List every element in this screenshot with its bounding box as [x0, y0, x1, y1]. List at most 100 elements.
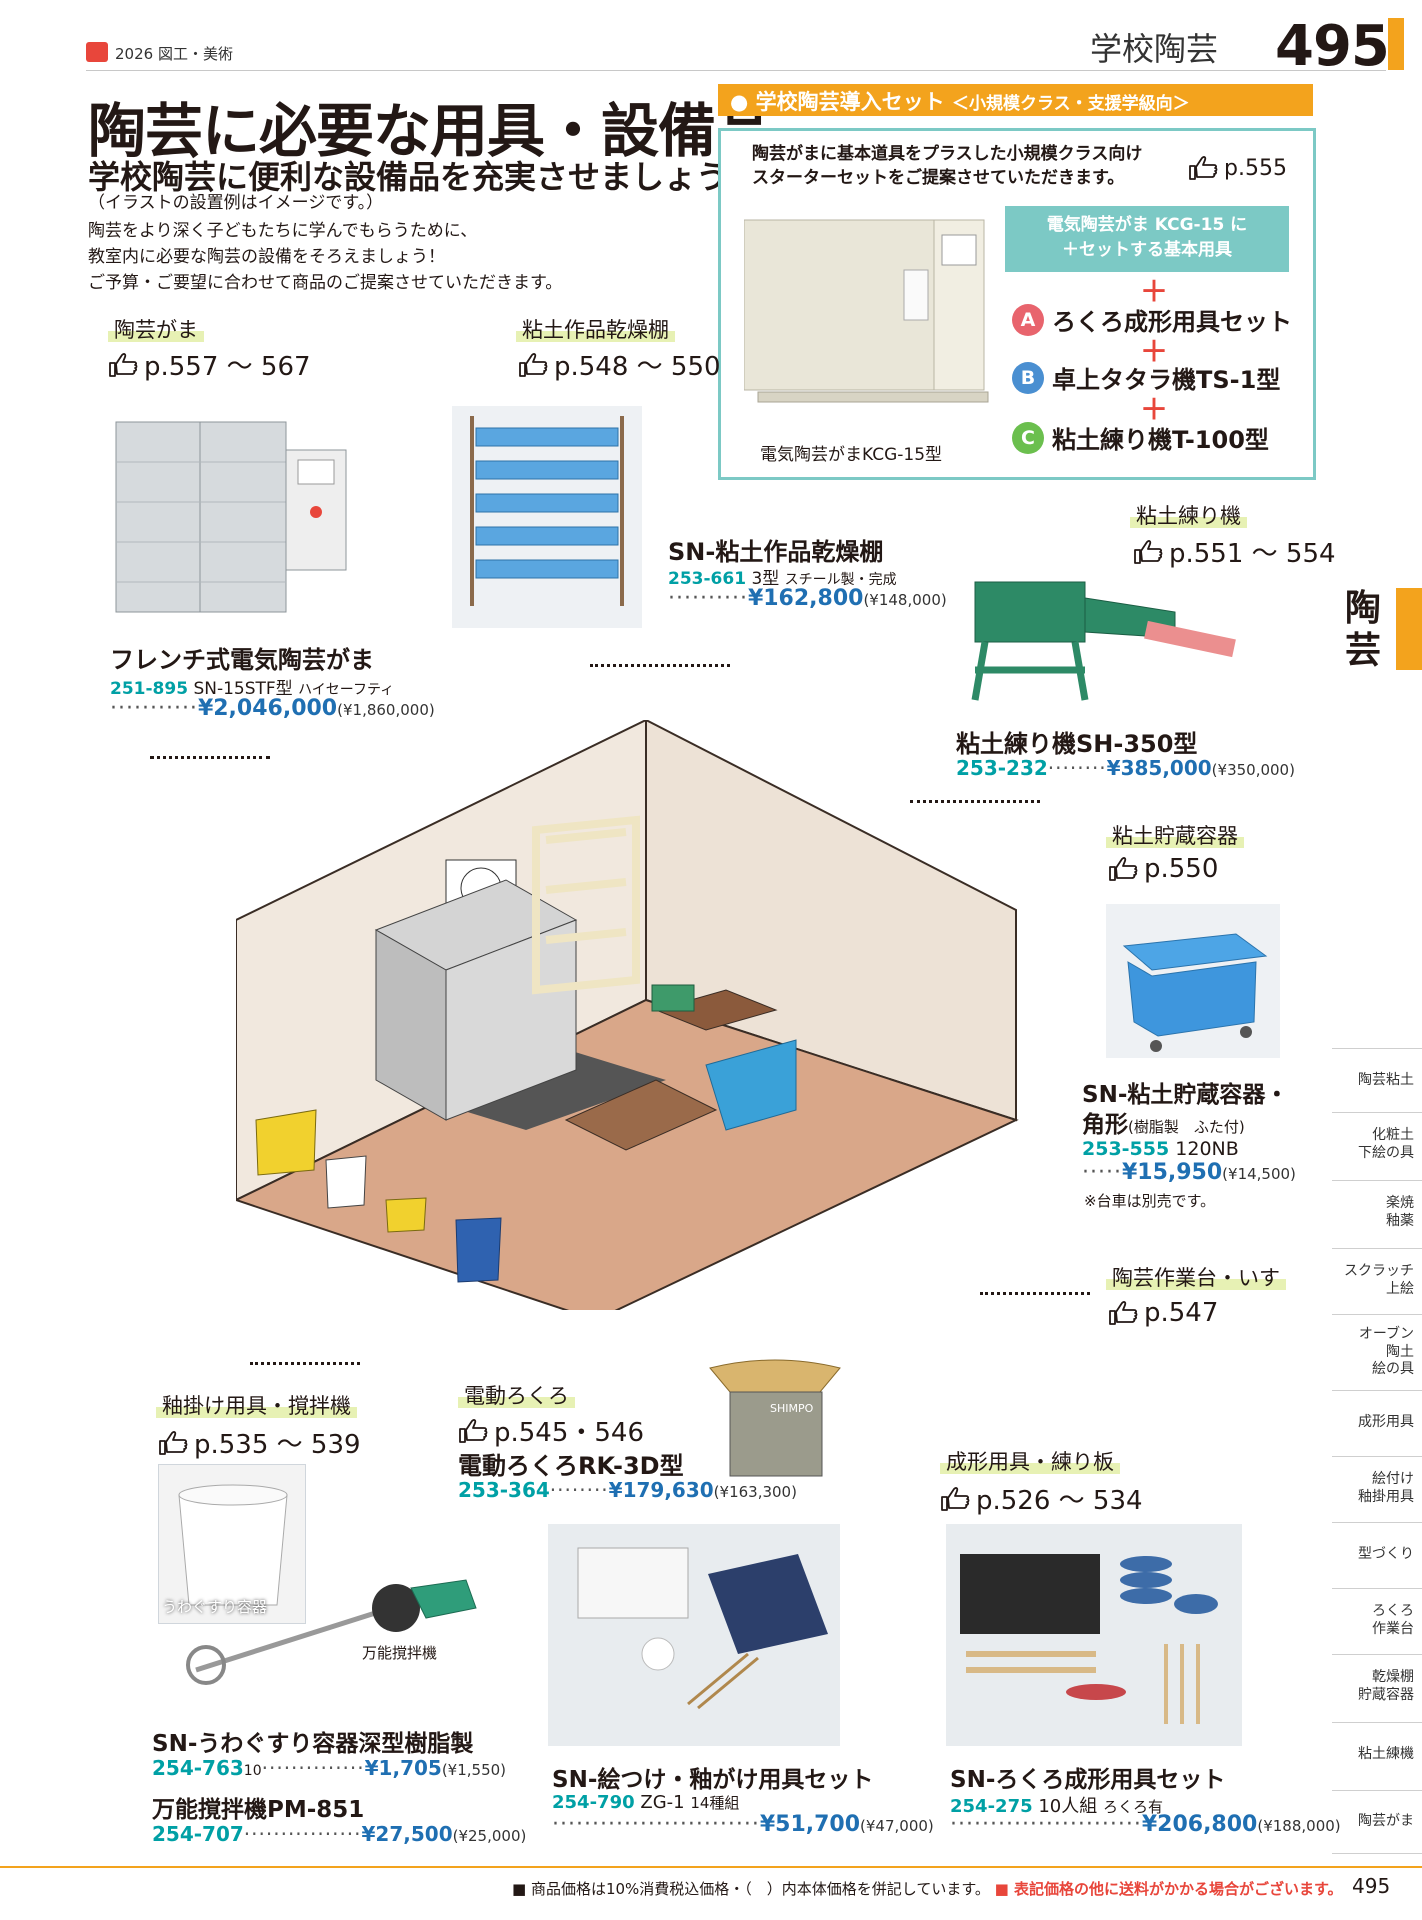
side-index-item[interactable]: 乾燥棚 貯蔵容器 [1332, 1654, 1422, 1718]
glaze-bucket-photo [158, 1464, 306, 1624]
footer-note-price: ■ 商品価格は10%消費税込価格・（ ）内本体価格を併記しています。 [512, 1880, 990, 1898]
forming-set-price-line: ························¥206,800(¥188,00… [950, 1812, 1341, 1837]
set-box-ref: p.555 [1188, 155, 1287, 181]
kneader-price-line: 253-232········¥385,000(¥350,000) [956, 756, 1295, 780]
side-index-item[interactable]: 成形用具 [1332, 1390, 1422, 1454]
set-item-b: B 卓上タタラ機TS-1型 [1012, 360, 1280, 395]
side-index-item[interactable]: スクラッチ 上絵 [1332, 1248, 1422, 1312]
kcg15-kiln-photo [744, 219, 989, 403]
main-title: 陶芸に必要な用具・設備品 [88, 97, 773, 165]
glaze-bucket-name: SN-うわぐすり容器深型樹脂製 [152, 1731, 474, 1757]
glaze-bucket-price-line: 254-76310··············¥1,705(¥1,550) [152, 1756, 507, 1780]
header-accent [1388, 18, 1404, 70]
kneader-ref: p.551 ～ 554 [1133, 533, 1336, 570]
footer-notes: ■ 商品価格は10%消費税込価格・（ ）内本体価格を併記しています。 ■ 表記価… [512, 1878, 1343, 1899]
kiln-product-name: フレンチ式電気陶芸がま [110, 646, 374, 674]
side-index-item[interactable]: 陶芸がま [1332, 1790, 1422, 1854]
glaze-set-price-line: ··························¥51,700(¥47,00… [552, 1812, 934, 1837]
side-index-item[interactable]: オーブン 陶土 絵の具 [1332, 1314, 1422, 1390]
pointing-hand-icon [1188, 155, 1218, 181]
side-index-item[interactable]: 陶芸粘土 [1332, 1048, 1422, 1112]
mixer-photo [186, 1579, 477, 1685]
category-kiln: 陶芸がま [108, 314, 204, 344]
side-index-item[interactable]: 粘土練機 [1332, 1722, 1422, 1786]
storage-product-name: SN-粘土貯蔵容器・ 角形(樹脂製 ふた付) [1082, 1082, 1289, 1138]
set-item-b-label: 卓上タタラ機TS-1型 [1052, 366, 1281, 394]
category-glaze: 釉掛け用具・撹拌機 [156, 1390, 357, 1420]
set-item-c: C 粘土練り機T-100型 [1012, 420, 1269, 455]
category-forming: 成形用具・練り板 [940, 1446, 1120, 1476]
set-box-title-bar: ● 学校陶芸導入セット ＜小規模クラス・支援学級向＞ [718, 84, 1313, 116]
glaze-ref: p.535 ～ 539 [158, 1424, 361, 1461]
side-index-item[interactable]: 化粧土 下絵の具 [1332, 1112, 1422, 1176]
leader-line [980, 1292, 1090, 1295]
glaze-set-spec-line: 254-790 ZG-1 14種組 [552, 1792, 740, 1813]
footer-rule [0, 1866, 1422, 1868]
section-title: 学校陶芸 [1090, 30, 1219, 68]
pottery-wheel-photo: SHIMPO [709, 1359, 841, 1477]
header-rule [86, 70, 1386, 71]
illustration-note: （イラストの設置例はイメージです。） [88, 193, 384, 213]
storage-spec-line: 253-555 120NB [1082, 1138, 1239, 1160]
storage-price-line: ·····¥15,950(¥14,500) [1082, 1160, 1296, 1185]
category-wheel: 電動ろくろ [458, 1380, 575, 1410]
intro-text: 陶芸をより深く子どもたちに学んでもらうために、 教室内に必要な陶芸の設備をそろえ… [88, 221, 563, 293]
leader-line [910, 800, 1040, 803]
set-box-title-sub: ＜小規模クラス・支援学級向＞ [951, 94, 1190, 114]
set-item-a-label: ろくろ成形用具セット [1052, 308, 1292, 336]
wheel-brand-label: SHIMPO [770, 1402, 814, 1415]
kcg15-caption: 電気陶芸がまKCG-15型 [760, 445, 943, 465]
pointing-hand-icon [518, 352, 548, 378]
badge-a: A [1012, 303, 1044, 336]
storage-ref: p.550 [1108, 854, 1218, 884]
kiln-price-line: ···········¥2,046,000(¥1,860,000) [110, 696, 435, 721]
bucket-icon [178, 1484, 288, 1606]
plus-icon: ＋ [1140, 393, 1169, 426]
pointing-hand-icon [108, 352, 138, 378]
category-storage: 粘土貯蔵容器 [1106, 820, 1244, 850]
set-box-title: ● 学校陶芸導入セット [730, 90, 945, 114]
catalog-name: 2026 図工・美術 [115, 45, 233, 63]
page-number: 495 [1275, 14, 1390, 79]
kneader-product-name: 粘土練り機SH-350型 [956, 730, 1198, 758]
wheel-ref: p.545・546 [458, 1412, 644, 1449]
category-rack: 粘土作品乾燥棚 [516, 314, 675, 344]
rack-ref: p.548 ～ 550 [518, 346, 721, 383]
rack-product-name: SN-粘土作品乾燥棚 [668, 538, 884, 566]
wheel-price-line: 253-364········¥179,630(¥163,300) [458, 1478, 797, 1502]
subtitle: 学校陶芸に便利な設備品を充実させましょう。 [88, 158, 759, 196]
side-index-item[interactable]: ろくろ 作業台 [1332, 1588, 1422, 1652]
clay-kneader-photo [971, 581, 1236, 701]
wheel-product-name: 電動ろくろRK-3D型 [458, 1452, 684, 1480]
kiln-product-spec-line: 251-895 SN-15STF型 ハイセーフティ [110, 679, 395, 699]
drying-rack-photo [452, 406, 642, 628]
catalog-logo [86, 42, 108, 62]
rack-price-line: ··········¥162,800(¥148,000) [668, 586, 947, 611]
set-box-desc: 陶芸がまに基本道具をプラスした小規模クラス向け スターターセットをご提案させてい… [752, 144, 1143, 188]
pointing-hand-icon [1108, 1300, 1138, 1326]
forming-ref: p.526 ～ 534 [940, 1480, 1143, 1517]
leader-line [150, 756, 270, 759]
set-item-a: A ろくろ成形用具セット [1012, 302, 1292, 337]
side-index-item[interactable]: 楽焼 釉薬 [1332, 1180, 1422, 1244]
badge-b: B [1012, 361, 1044, 394]
kiln-ref: p.557 ～ 567 [108, 346, 311, 383]
category-kneader: 粘土練り機 [1130, 500, 1247, 530]
side-index-item[interactable]: 絵付け 釉掛用具 [1332, 1456, 1422, 1520]
storage-note: ※台車は別売です。 [1084, 1192, 1216, 1210]
mixer-name: 万能撹拌機PM-851 [152, 1797, 365, 1823]
side-tab-bar [1396, 588, 1422, 670]
table-ref: p.547 [1108, 1298, 1218, 1328]
leader-line [590, 664, 730, 667]
set-item-c-label: 粘土練り機T-100型 [1052, 426, 1269, 454]
mixer-price-line: 254-707················¥27,500(¥25,000) [152, 1822, 527, 1846]
bucket-label: うわぐすり容器 [162, 1598, 268, 1616]
pointing-hand-icon [1108, 856, 1138, 882]
glaze-set-name: SN-絵つけ・釉がけ用具セット [552, 1767, 874, 1793]
classroom-illustration [236, 720, 1019, 1310]
plus-icon: ＋ [1140, 275, 1169, 308]
set-base-label: 電気陶芸がま KCG-15 に ＋セットする基本用具 [1005, 206, 1289, 272]
rack-spec-line: 253-661 3型 スチール製・完成 [668, 569, 897, 589]
leader-line [250, 1362, 360, 1365]
side-index-item[interactable]: 型づくり [1332, 1522, 1422, 1586]
